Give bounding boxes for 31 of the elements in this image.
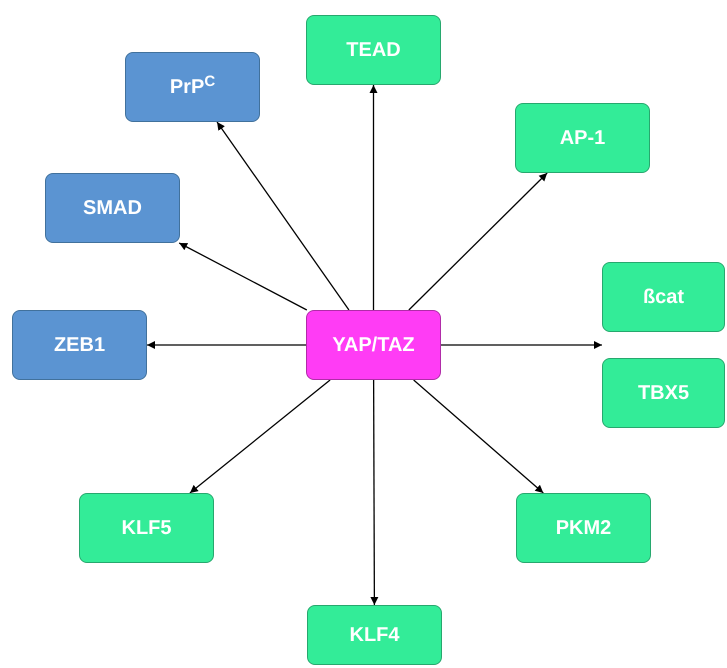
- node-label: ßcat: [642, 285, 684, 310]
- process-box: [515, 103, 650, 173]
- node-label: SMAD: [83, 196, 142, 221]
- arrow: [441, 341, 602, 349]
- arrow: [190, 380, 330, 494]
- node-label: TBX5: [638, 381, 690, 406]
- arrow: [178, 242, 308, 311]
- node-label: ZEB1: [54, 333, 106, 358]
- node-label: KLF4: [350, 623, 400, 648]
- node-label: YAP/TAZ: [332, 333, 415, 358]
- node-label: KLF5: [122, 516, 172, 541]
- arrow: [216, 122, 350, 310]
- process-box: [306, 15, 441, 85]
- process-box: [45, 173, 180, 243]
- node-label: AP-1: [560, 126, 606, 151]
- node-label: PrP$^{C}$: [170, 72, 216, 100]
- arrow: [413, 380, 544, 494]
- node-label: TEAD: [346, 38, 401, 63]
- process-box: [125, 52, 260, 122]
- process-box: [602, 262, 725, 332]
- process-box: [602, 358, 725, 428]
- arrow: [370, 380, 378, 605]
- process-box: [79, 493, 214, 563]
- process-box: [306, 310, 441, 380]
- node-label: PKM2: [556, 516, 612, 541]
- arrow: [370, 85, 378, 310]
- process-box: [516, 493, 651, 563]
- arrow: [147, 341, 306, 349]
- arrow: [408, 172, 548, 310]
- process-box: [12, 310, 147, 380]
- process-box: [307, 605, 442, 665]
